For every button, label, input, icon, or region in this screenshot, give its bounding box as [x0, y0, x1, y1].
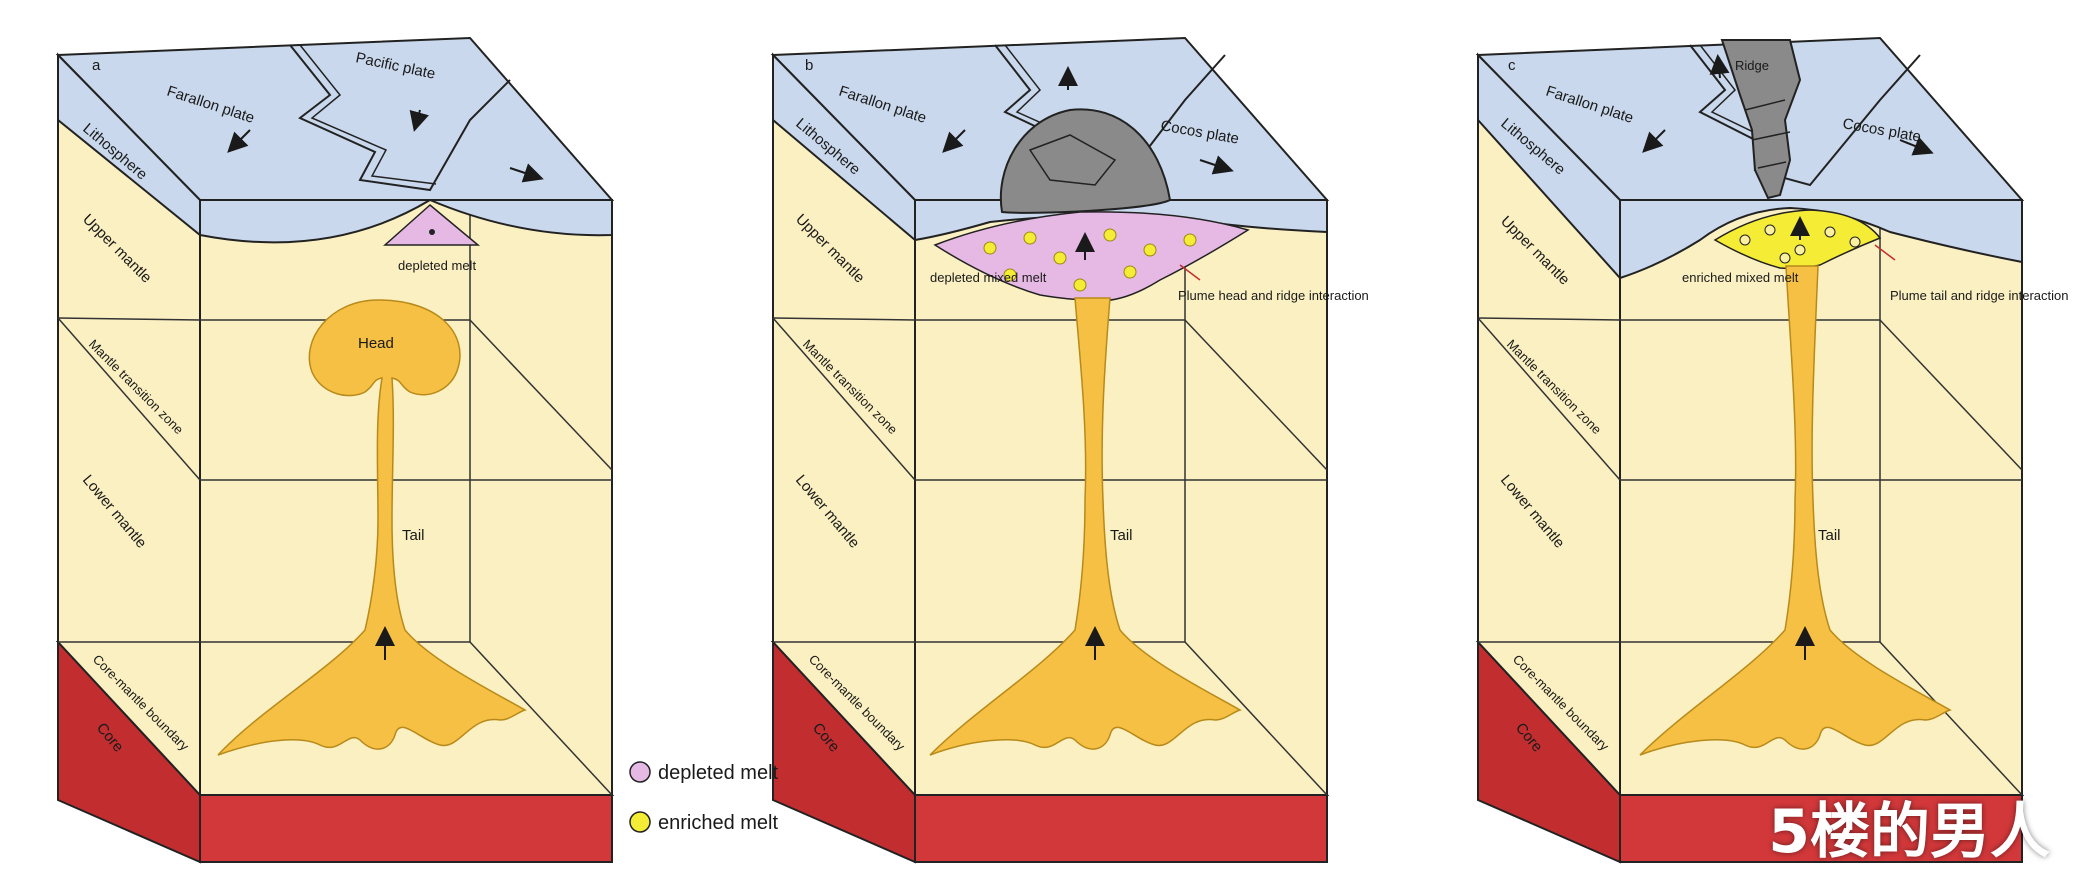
legend-enriched-swatch [629, 811, 651, 833]
panel-b-ridge-label: Plume head and ridge interaction [1178, 288, 1369, 303]
panel-c-letter: c [1508, 57, 1516, 74]
melt-particles [983, 228, 1197, 292]
watermark: 5楼的男人 [1768, 797, 2050, 867]
panel-b [770, 36, 1330, 864]
core-block-front [199, 794, 613, 863]
melt-particles [1739, 224, 1861, 264]
panel-a-tail-label: Tail [402, 527, 425, 544]
panel-a-melt-label: depleted melt [398, 258, 476, 273]
plume-body [217, 299, 527, 756]
legend-enriched-label: enriched melt [658, 812, 779, 834]
enriched-mixed-melt-zone [1713, 209, 1882, 270]
panel-c-top-label: Ridge [1735, 58, 1769, 73]
plume-body [1639, 265, 1952, 756]
plate-front-face [1619, 199, 2023, 280]
panel-b-letter: b [805, 57, 813, 74]
hotspot-volcano [999, 108, 1172, 214]
panel-c-ridge-label: Plume tail and ridge interaction [1890, 288, 2069, 303]
plume-body [929, 297, 1242, 756]
hotspot-volcano-chain [1720, 39, 1802, 200]
depleted-melt-zone [383, 204, 481, 246]
plate-front-face [199, 198, 613, 244]
ridge-boundary [289, 44, 511, 192]
panel-c-melt-label: enriched mixed melt [1682, 270, 1799, 285]
core-block-front [914, 794, 1328, 863]
panel-c-tail-label: Tail [1818, 527, 1841, 544]
panel-c [1475, 36, 2025, 864]
panel-a-letter: a [92, 57, 101, 74]
panel-a [55, 36, 615, 864]
legend-depleted-swatch [629, 761, 651, 783]
legend: depleted melt enriched melt [629, 761, 779, 834]
panel-a-head-label: Head [358, 335, 394, 352]
panel-b-tail-label: Tail [1110, 527, 1133, 544]
legend-depleted-label: depleted melt [658, 762, 779, 784]
panel-b-melt-label: depleted mixed melt [930, 270, 1047, 285]
